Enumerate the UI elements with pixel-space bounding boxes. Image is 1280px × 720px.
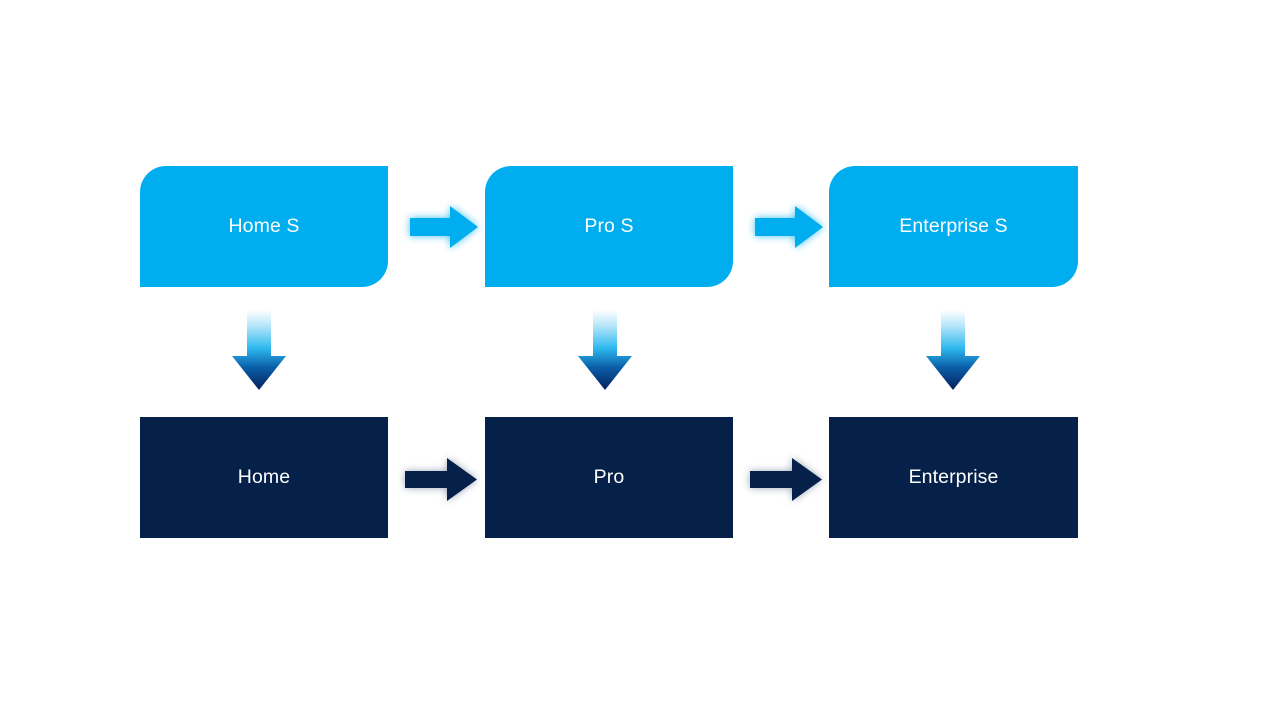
node-home-s[interactable]: Home S xyxy=(140,166,388,287)
node-enterprise-s[interactable]: Enterprise S xyxy=(829,166,1078,287)
node-label: Pro S xyxy=(584,214,634,237)
node-label: Enterprise S xyxy=(899,214,1008,237)
arrow-down-icon-pro-s-to-pro xyxy=(578,310,632,390)
arrow-right-icon-pro-to-enterprise xyxy=(750,458,822,501)
node-pro[interactable]: Pro xyxy=(485,417,733,538)
node-pro-s[interactable]: Pro S xyxy=(485,166,733,287)
arrow-right-icon-home-to-pro xyxy=(405,458,477,501)
node-label: Enterprise xyxy=(908,465,999,488)
arrow-down-icon-enterprise-s-to-enterprise xyxy=(926,310,980,390)
node-label: Home xyxy=(237,465,291,488)
node-enterprise[interactable]: Enterprise xyxy=(829,417,1078,538)
arrow-right-icon-pro-s-to-enterprise-s xyxy=(755,206,823,248)
node-home[interactable]: Home xyxy=(140,417,388,538)
arrow-right-icon-home-s-to-pro-s xyxy=(410,206,478,248)
node-label: Pro xyxy=(593,465,625,488)
arrow-down-icon-home-s-to-home xyxy=(232,310,286,390)
node-label: Home S xyxy=(228,214,300,237)
